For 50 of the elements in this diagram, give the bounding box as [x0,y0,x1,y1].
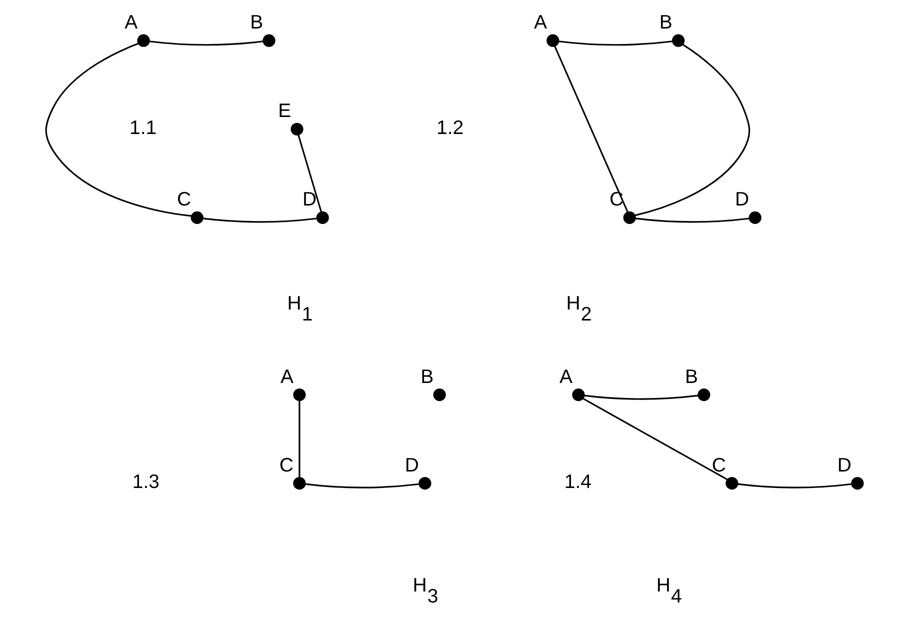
label: 1.2 [436,116,464,139]
node-circle [293,388,306,402]
node-circle [698,388,710,402]
node-circle [672,34,685,47]
node-circle [290,122,304,136]
node-circle [623,211,636,224]
node-label: B [659,12,672,34]
connector [45,42,192,217]
connector [635,218,750,223]
node-circle [137,34,150,47]
node-circle [316,211,329,224]
node-label: D [837,454,852,476]
connector [305,483,419,488]
node-circle [293,477,306,490]
node-label: E [278,100,292,122]
node-label: C [177,188,192,211]
label: 1.1 [130,116,157,139]
connector [584,394,698,400]
node-circle [418,477,432,490]
node-label: D [404,454,419,476]
node-label: A [124,12,138,34]
node-label: D [302,188,317,211]
node-label: B [685,366,698,388]
connector [298,400,300,478]
connector [558,40,672,46]
node-label: A [560,366,573,388]
node-label: B [250,12,264,34]
node-circle [433,388,446,402]
connector [149,40,264,46]
node-label: A [280,366,294,388]
node-label: C [279,454,294,476]
node-label: D [735,188,750,211]
connector [635,44,750,216]
node-label: B [420,366,434,388]
label: 1.4 [564,470,592,493]
node-circle [262,34,276,47]
connector [554,46,628,212]
connector [582,398,728,480]
connector [298,134,322,212]
node-circle [546,34,560,47]
label: 1.3 [132,470,160,493]
node-circle [190,211,204,224]
node-circle [572,388,585,402]
connector [202,218,317,223]
node-label: C [712,454,726,476]
node-circle [726,477,738,490]
node-circle [851,477,864,490]
node-circle [748,211,762,224]
node-label: A [534,12,547,34]
connector [738,483,852,488]
